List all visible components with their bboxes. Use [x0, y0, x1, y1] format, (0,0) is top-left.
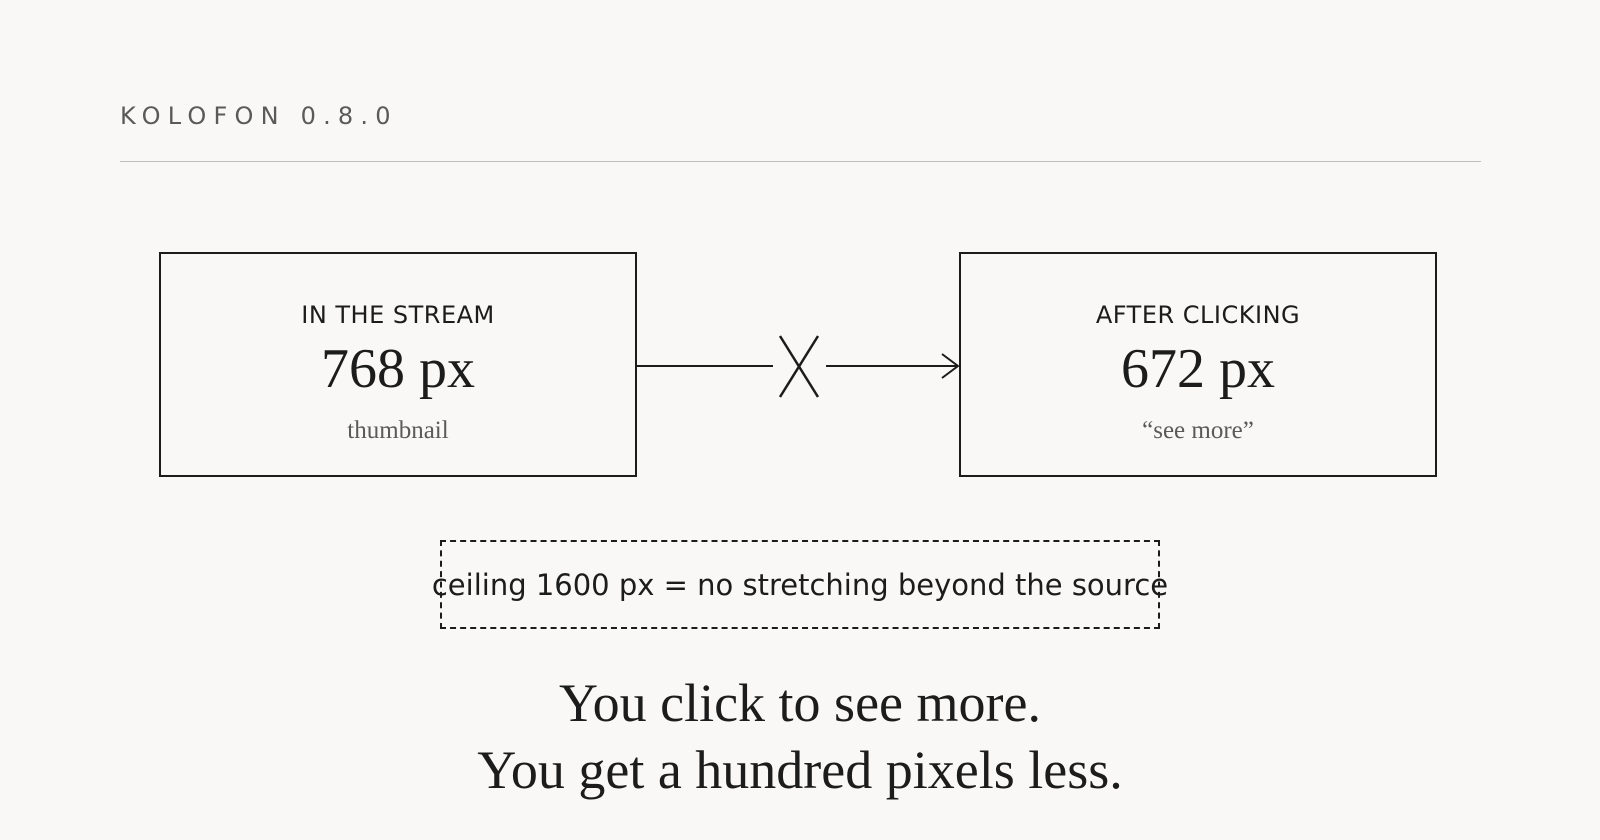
after-click-box: AFTER CLICKING 672 px “see more” [959, 252, 1437, 477]
stream-box: IN THE STREAM 768 px thumbnail [159, 252, 637, 477]
header-divider [120, 161, 1481, 162]
ceiling-note: ceiling 1600 px = no stretching beyond t… [431, 568, 1169, 602]
after-click-note: “see more” [1142, 417, 1254, 444]
brand-title: KOLOFON 0.8.0 [120, 102, 398, 130]
arrowhead-icon [941, 353, 960, 379]
ceiling-frame [440, 540, 1160, 629]
conclusion-line-2: You get a hundred pixels less. [477, 740, 1123, 800]
conclusion-line-1: You click to see more. [559, 673, 1041, 733]
stream-width-value: 768 px [321, 338, 475, 400]
stream-label: IN THE STREAM [301, 301, 495, 329]
cross-icon [778, 335, 820, 398]
after-click-label: AFTER CLICKING [1095, 301, 1301, 329]
stream-note: thumbnail [347, 417, 449, 444]
after-click-width-value: 672 px [1121, 338, 1275, 400]
